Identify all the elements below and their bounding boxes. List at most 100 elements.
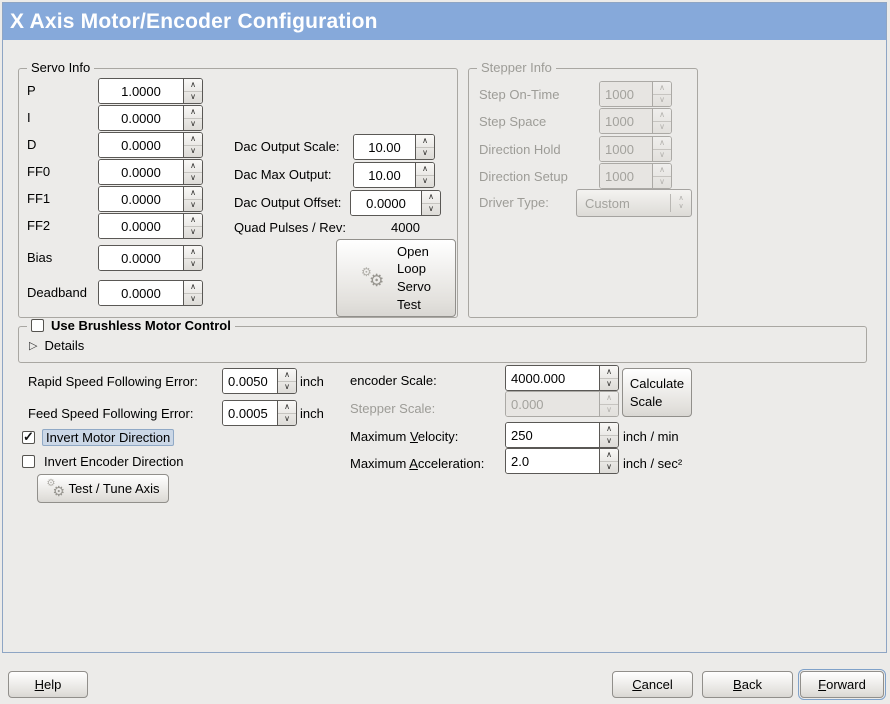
spin-up-icon[interactable] (184, 160, 202, 173)
spin-up-icon[interactable] (184, 187, 202, 200)
d-label: D (27, 137, 37, 152)
ff2-input[interactable] (99, 214, 183, 238)
spin-up-icon[interactable] (416, 135, 434, 148)
servo-info-frame: Servo Info P I D FF0 FF1 FF2 Bias Deadba… (18, 60, 458, 318)
open-loop-servo-test-button[interactable]: Open Loop Servo Test (336, 239, 456, 317)
help-button-label: Help (34, 677, 62, 692)
spin-down-icon[interactable] (278, 382, 296, 394)
ff0-spinbox (98, 159, 203, 185)
spin-up-icon (600, 392, 618, 405)
invert-motor-label[interactable]: Invert Motor Direction (42, 429, 175, 446)
feed-following-error-label: Feed Speed Following Error: (28, 406, 194, 421)
invert-encoder-label[interactable]: Invert Encoder Direction (44, 454, 184, 469)
spin-down-icon[interactable] (416, 176, 434, 188)
direction-setup-spinbox (599, 163, 672, 189)
test-tune-axis-button[interactable]: Test / Tune Axis (37, 474, 169, 503)
maximum-acceleration-label: Maximum Acceleration: (350, 456, 485, 471)
spin-up-icon[interactable] (184, 281, 202, 294)
maximum-acceleration-input[interactable] (506, 449, 599, 473)
cancel-button[interactable]: Cancel (612, 671, 693, 698)
spin-up-icon (653, 137, 671, 150)
spin-down-icon[interactable] (184, 259, 202, 271)
spin-down-icon[interactable] (184, 146, 202, 158)
spin-down-icon[interactable] (600, 462, 618, 474)
servo-info-frame-label: Servo Info (27, 60, 95, 75)
quad-pulses-label: Quad Pulses / Rev: (234, 220, 346, 235)
spin-down-icon[interactable] (416, 148, 434, 160)
use-brushless-label: Use Brushless Motor Control (51, 318, 231, 333)
spin-down-icon (653, 122, 671, 134)
spin-up-icon[interactable] (600, 366, 618, 379)
ff0-input[interactable] (99, 160, 183, 184)
step-on-time-spinbox (599, 81, 672, 107)
spin-up-icon[interactable] (600, 449, 618, 462)
maximum-velocity-label: Maximum Velocity: (350, 429, 459, 444)
rapid-following-error-spinbox (222, 368, 297, 394)
step-space-label: Step Space (479, 114, 547, 129)
spin-up-icon[interactable] (278, 369, 296, 382)
spin-down-icon[interactable] (184, 119, 202, 131)
gears-icon (361, 264, 389, 292)
back-button[interactable]: Back (702, 671, 793, 698)
spin-down-icon[interactable] (184, 92, 202, 104)
dac-output-offset-input[interactable] (351, 191, 421, 215)
spin-up-icon[interactable] (184, 79, 202, 92)
spin-up-icon[interactable] (184, 106, 202, 119)
forward-button-label: Forward (818, 677, 866, 692)
calculate-scale-button[interactable]: Calculate Scale (622, 368, 692, 417)
spin-down-icon[interactable] (600, 436, 618, 448)
p-input[interactable] (99, 79, 183, 103)
dac-max-output-spinbox (353, 162, 435, 188)
invert-encoder-checkbox[interactable] (22, 455, 35, 468)
spin-down-icon[interactable] (422, 204, 440, 216)
spin-down-icon[interactable] (184, 227, 202, 239)
stepper-scale-spinbox (505, 391, 619, 417)
page-title: X Axis Motor/Encoder Configuration (3, 3, 886, 40)
direction-setup-label: Direction Setup (479, 169, 568, 184)
spin-down-icon[interactable] (278, 414, 296, 426)
open-loop-line: Open (397, 243, 429, 259)
dac-max-output-label: Dac Max Output: (234, 167, 332, 182)
test-tune-axis-label: Test / Tune Axis (68, 481, 160, 496)
spin-up-icon[interactable] (422, 191, 440, 204)
deadband-spinbox (98, 280, 203, 306)
use-brushless-checkbox[interactable] (31, 319, 44, 332)
details-expander[interactable]: Details (29, 338, 84, 353)
gears-icon (46, 478, 68, 500)
maximum-velocity-input[interactable] (506, 423, 599, 447)
cancel-button-label: Cancel (632, 677, 673, 692)
direction-setup-input (600, 164, 652, 188)
spin-down-icon[interactable] (184, 173, 202, 185)
spin-up-icon (653, 164, 671, 177)
spin-up-icon[interactable] (278, 401, 296, 414)
d-input[interactable] (99, 133, 183, 157)
spin-up-icon[interactable] (184, 214, 202, 227)
i-input[interactable] (99, 106, 183, 130)
spin-down-icon[interactable] (184, 294, 202, 306)
i-label: I (27, 110, 31, 125)
dac-output-scale-input[interactable] (354, 135, 415, 159)
spin-up-icon[interactable] (184, 246, 202, 259)
encoder-scale-label: encoder Scale: (350, 373, 437, 388)
p-spinbox (98, 78, 203, 104)
deadband-input[interactable] (99, 281, 183, 305)
feed-following-error-unit: inch (300, 406, 324, 421)
spin-down-icon[interactable] (184, 200, 202, 212)
encoder-scale-spinbox (505, 365, 619, 391)
direction-hold-label: Direction Hold (479, 142, 561, 157)
rapid-following-error-input[interactable] (223, 369, 277, 393)
spin-down-icon[interactable] (600, 379, 618, 391)
spin-up-icon[interactable] (184, 133, 202, 146)
dac-max-output-input[interactable] (354, 163, 415, 187)
invert-motor-checkbox[interactable] (22, 429, 35, 445)
spin-up-icon[interactable] (600, 423, 618, 436)
encoder-scale-input[interactable] (506, 366, 599, 390)
forward-button[interactable]: Forward (798, 669, 886, 700)
ff1-input[interactable] (99, 187, 183, 211)
help-button[interactable]: Help (8, 671, 88, 698)
spin-up-icon[interactable] (416, 163, 434, 176)
bias-input[interactable] (99, 246, 183, 270)
feed-following-error-input[interactable] (223, 401, 277, 425)
spin-down-icon (653, 95, 671, 107)
